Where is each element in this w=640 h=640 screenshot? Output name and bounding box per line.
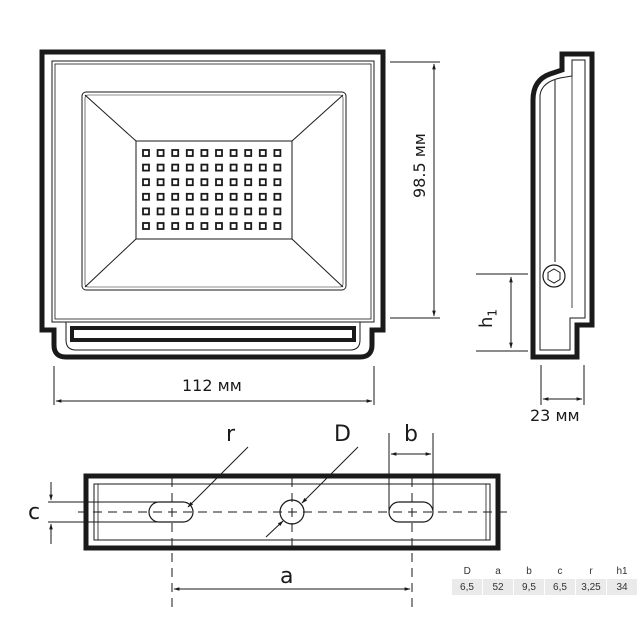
depth-label: 23 мм (530, 406, 580, 425)
led-chip (142, 222, 150, 230)
led-chip (200, 222, 209, 230)
led-chip (229, 163, 238, 172)
led-chip (142, 178, 150, 187)
side-view (530, 51, 595, 360)
led-chip (273, 192, 282, 201)
led-chip (244, 222, 253, 230)
led-chip (171, 222, 180, 230)
front-dimensions (53, 61, 440, 405)
spec-value: 3,25 (575, 579, 607, 595)
a-label: a (280, 564, 294, 589)
led-chip (229, 149, 238, 157)
width-label: 112 мм (182, 376, 242, 395)
spec-header: c (557, 565, 563, 577)
led-chip (244, 149, 253, 157)
led-chip (215, 192, 223, 201)
led-chip (185, 192, 194, 201)
led-chip (171, 192, 180, 201)
led-chip (171, 149, 180, 157)
r-label: r (226, 422, 236, 447)
led-chip (200, 163, 209, 172)
led-chip (185, 207, 194, 216)
led-chip (142, 192, 150, 201)
led-chip (273, 222, 282, 230)
led-chip (258, 192, 267, 201)
led-chip (229, 192, 238, 201)
spec-header: r (589, 565, 593, 577)
led-chip (215, 163, 223, 172)
led-chip (258, 222, 267, 230)
c-label: c (28, 500, 41, 525)
led-chip (258, 178, 267, 187)
led-chip (215, 178, 223, 187)
led-chip (200, 207, 209, 216)
led-chip (142, 163, 150, 172)
led-chip (185, 149, 194, 157)
height-label: 98.5 мм (410, 133, 429, 198)
led-chip (200, 149, 209, 157)
led-chip (244, 207, 253, 216)
led-chip (244, 163, 253, 172)
led-chip (200, 178, 209, 187)
spec-value: 9,5 (513, 579, 545, 595)
led-chip (142, 207, 150, 216)
spec-value: 52 (482, 579, 514, 595)
led-chip (229, 178, 238, 187)
led-chip (273, 149, 282, 157)
led-chip (171, 178, 180, 187)
led-chip (244, 178, 253, 187)
spec-table-values: 6,5 52 9,5 6,5 3,25 34 (452, 579, 638, 595)
spec-header: a (495, 565, 501, 577)
spec-table: D a b c r h1 6,5 52 9,5 6,5 3,25 34 (452, 563, 638, 595)
front-view (39, 49, 386, 360)
led-chip (273, 163, 282, 172)
led-chip (156, 192, 165, 201)
spec-value: 6,5 (452, 579, 483, 595)
led-chip (156, 163, 165, 172)
led-chip (215, 222, 223, 230)
led-chip (142, 149, 150, 157)
spec-header: h1 (616, 565, 628, 577)
led-chip (258, 163, 267, 172)
led-chip (156, 178, 165, 187)
spec-header: D (463, 565, 471, 577)
led-chip (244, 192, 253, 201)
led-chip (273, 178, 282, 187)
led-chip (185, 222, 194, 230)
led-chip (156, 222, 165, 230)
h1-label: h1 (476, 308, 500, 328)
led-chip (258, 149, 267, 157)
led-chip (229, 207, 238, 216)
b-label: b (404, 422, 418, 447)
led-chip (156, 207, 165, 216)
led-chip (229, 222, 238, 230)
led-chip (171, 207, 180, 216)
led-chip (215, 149, 223, 157)
led-chip (171, 163, 180, 172)
spec-table-header: D a b c r h1 (452, 563, 638, 579)
spec-value: 6,5 (544, 579, 576, 595)
spec-header: b (526, 565, 532, 577)
led-grid (142, 149, 282, 230)
spec-value: 34 (606, 579, 638, 595)
led-chip (185, 178, 194, 187)
D-label: D (334, 422, 351, 447)
led-chip (258, 207, 267, 216)
led-chip (273, 207, 282, 216)
bracket-view (78, 473, 508, 608)
side-dimensions (476, 273, 585, 405)
led-chip (156, 149, 165, 157)
led-chip (185, 163, 194, 172)
led-chip (200, 192, 209, 201)
led-chip (215, 207, 223, 216)
bracket-dimensions (48, 433, 434, 591)
